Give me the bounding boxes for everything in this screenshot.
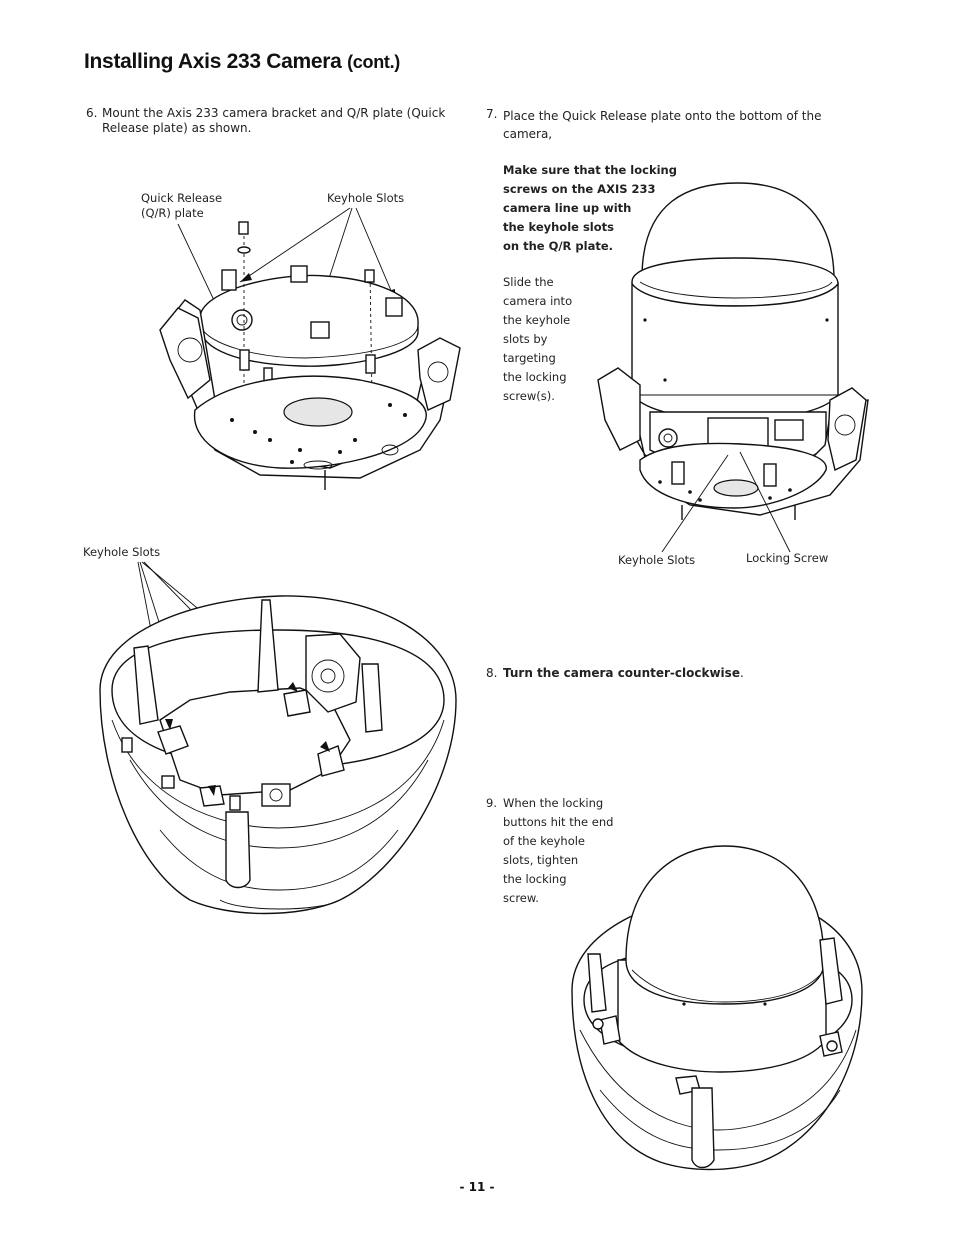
step7-slide-note: Slide the camera into the keyhole slots … (503, 273, 572, 406)
qr-plate-label-line2: (Q/R) plate (141, 206, 204, 220)
step8-number: 8. (486, 666, 498, 680)
step9-line: of the keyhole (503, 834, 585, 848)
page-number: - 11 - (459, 1180, 495, 1194)
keyhole-slots-label-right: Keyhole Slots (618, 553, 696, 567)
slide-line: screw(s). (503, 389, 555, 403)
locking-screw-label: Locking Screw (746, 551, 829, 565)
slide-line: targeting (503, 351, 556, 365)
step7-number: 7. (486, 107, 498, 121)
bold-line: screws on the AXIS 233 (503, 182, 656, 196)
slide-line: the locking (503, 370, 567, 384)
bold-line: Make sure that the locking (503, 163, 677, 177)
step7-bold-note: Make sure that the locking screws on the… (503, 161, 677, 256)
step7-text: Place the Quick Release plate onto the b… (503, 109, 822, 141)
bold-line: the keyhole slots (503, 220, 614, 234)
qr-plate-label-line1: Quick Release (141, 191, 223, 205)
step9-line: buttons hit the end (503, 815, 614, 829)
slide-line: the keyhole (503, 313, 571, 327)
title-main: Installing Axis 233 Camera (84, 50, 342, 73)
slide-line: Slide the (503, 275, 554, 289)
step8-bold: Turn the camera counter-clockwise (503, 666, 740, 680)
step9-line: the locking (503, 872, 567, 886)
step8-tail: . (739, 666, 744, 680)
title-suffix: (cont.) (347, 52, 400, 72)
step6-number: 6. (86, 106, 98, 120)
step9-line: screw. (503, 891, 539, 905)
bold-line: on the Q/R plate. (503, 239, 614, 253)
keyhole-slots-label-top: Keyhole Slots (327, 191, 405, 205)
step9-line: slots, tighten (503, 853, 579, 867)
keyhole-slots-label-bottom: Keyhole Slots (83, 545, 161, 559)
step6-text: Mount the Axis 233 camera bracket and Q/… (102, 106, 446, 135)
step9-line: When the locking (503, 796, 604, 810)
step9-text: When the locking buttons hit the end of … (503, 794, 613, 908)
page-title: Installing Axis 233 Camera (cont.) (84, 50, 400, 74)
slide-line: slots by (503, 332, 548, 346)
step9-number: 9. (486, 796, 497, 810)
slide-line: camera into (503, 294, 573, 308)
step8-text: Turn the camera counter-clockwise. (503, 666, 744, 681)
bold-line: camera line up with (503, 201, 632, 215)
